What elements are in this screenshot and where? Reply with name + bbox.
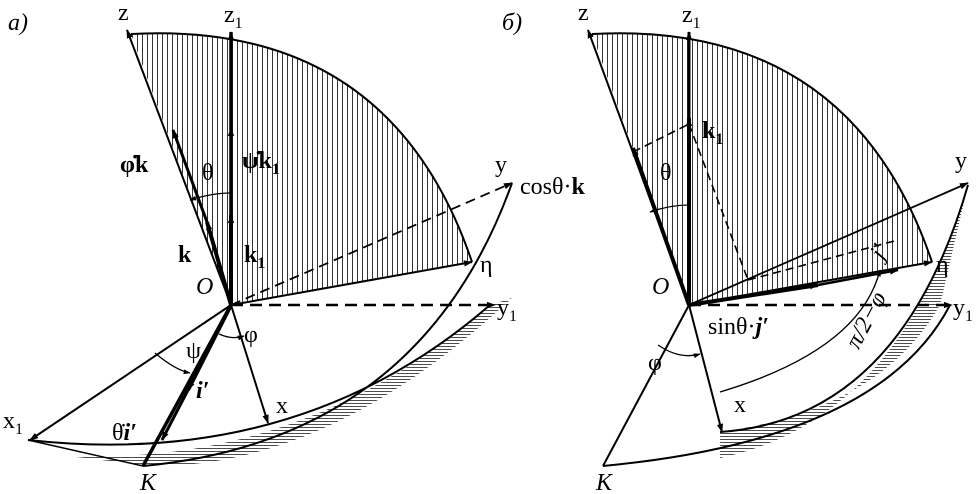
label-sin-theta-j-prime: sinθ·j′	[708, 314, 769, 340]
arc-pi2-phi-b	[719, 269, 881, 393]
label-y1: y1	[497, 295, 517, 325]
label-origin-b: O	[652, 274, 669, 300]
axis-eta	[230, 260, 473, 306]
vector-cos-theta-k	[631, 147, 691, 306]
arc-z-eta	[130, 32, 473, 263]
label-k1-b: k1	[702, 118, 723, 148]
label-z1-b: z1	[682, 2, 701, 32]
label-cos-theta-k: cosθ·k	[520, 174, 585, 200]
label-angle-theta: θ	[202, 160, 214, 186]
arc-k-y	[142, 182, 513, 467]
axis-x1	[29, 304, 232, 441]
angle-arc-psi	[154, 352, 191, 375]
label-x: x	[276, 393, 288, 419]
panel-b: б) z z1 y η y1 x O K k1 cosθ·k sinθ·j′ j…	[502, 0, 973, 494]
vector-j-prime	[817, 268, 899, 287]
axis-node-line-b	[602, 304, 690, 467]
angle-arc-phi-b	[657, 344, 701, 359]
label-y-b: y	[955, 148, 967, 174]
vector-i-prime	[186, 304, 233, 391]
angle-arc-phi	[218, 333, 245, 341]
label-node: K	[139, 470, 158, 494]
angle-arc-theta	[189, 192, 232, 201]
panel-label-a: а)	[8, 10, 28, 36]
label-z-b: z	[578, 0, 589, 26]
arc-x-y-b	[719, 184, 969, 433]
label-x-b: x	[734, 392, 746, 418]
arc-x1-y1	[27, 304, 491, 446]
arc-x1-k	[27, 439, 144, 467]
label-y: y	[495, 152, 507, 178]
axis-x-b	[688, 304, 724, 433]
label-i-prime: i′	[196, 378, 209, 404]
label-origin: O	[196, 274, 213, 300]
label-angle-phi-b: φ	[648, 350, 662, 376]
vector-k	[205, 221, 233, 306]
arc-k-y1-b	[602, 304, 951, 467]
label-theta-dot-i-prime: θ̇i′	[112, 420, 137, 446]
label-eta: η	[480, 252, 493, 278]
label-z1: z1	[224, 2, 243, 32]
label-psi-dot-k1: ψ̇k1	[242, 148, 280, 178]
vector-theta-dot-i-prime	[160, 389, 190, 441]
angle-arc-theta-b	[649, 204, 690, 213]
axis-y-b	[688, 182, 969, 306]
panel-label-b: б)	[502, 10, 522, 36]
label-k: k	[178, 242, 192, 268]
shaded-sector-z-eta-b	[592, 33, 932, 305]
label-x1: x1	[3, 408, 23, 438]
hatched-band-b	[720, 185, 968, 458]
label-angle-theta-b: θ	[660, 160, 672, 186]
label-node-b: K	[595, 470, 614, 494]
vector-sin-theta-j-prime	[688, 283, 819, 307]
label-phi-dot-k: φ̇k	[120, 152, 149, 178]
axis-x	[230, 304, 269, 424]
label-pi2-minus-phi: π/2−φ	[841, 288, 892, 353]
panel-a: а) z z1 y η y1 x x1 O K φ̇k ψ̇k1 k k1 i′…	[3, 0, 517, 494]
dashed-proj-k1	[688, 123, 749, 281]
axis-y	[230, 182, 513, 306]
label-angle-psi: ψ	[186, 338, 201, 364]
label-y1-b: y1	[953, 295, 973, 325]
dashed-proj-z	[632, 123, 690, 153]
axis-z	[126, 29, 232, 306]
label-z: z	[118, 0, 129, 26]
vector-phi-dot-k	[171, 129, 209, 223]
label-angle-phi: φ	[244, 322, 258, 348]
label-eta-b: η	[936, 252, 949, 278]
label-k1: k1	[244, 242, 265, 272]
arc-z-eta-b	[591, 32, 933, 263]
